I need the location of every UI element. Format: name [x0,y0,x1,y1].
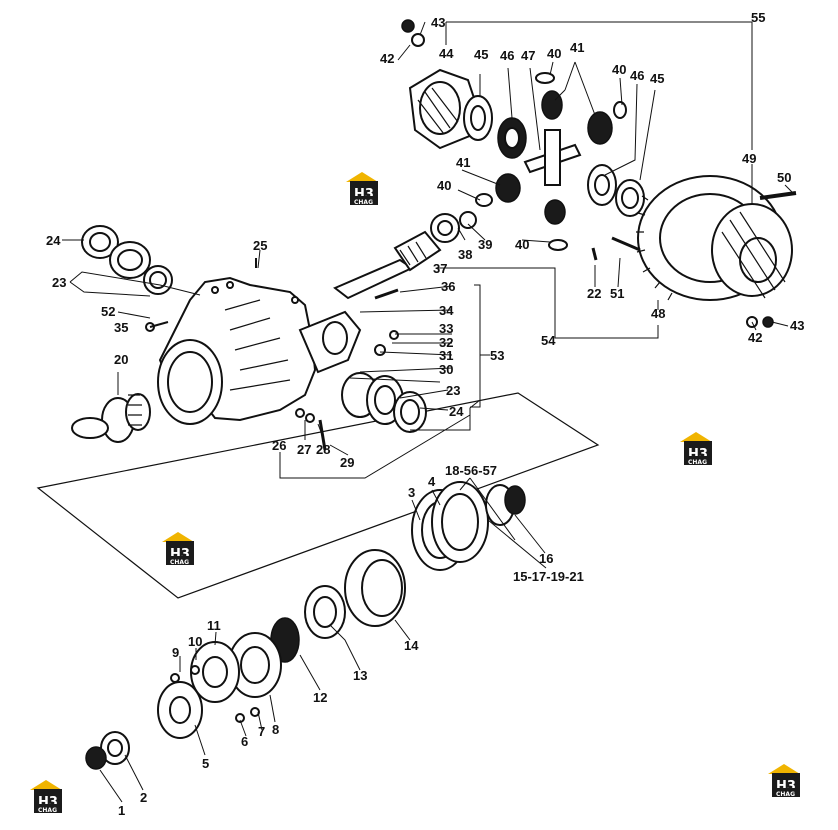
callout-16: 16 [539,551,553,566]
svg-text:CHAG: CHAG [170,559,189,566]
callout-40-a: 40 [547,46,561,61]
callout-46-b: 46 [630,68,644,83]
callout-42-b: 42 [748,330,762,345]
callout-35: 35 [114,320,128,335]
callout-43-b: 43 [790,318,804,333]
callout-29: 29 [340,455,354,470]
small-fasteners [145,258,399,451]
callout-36: 36 [441,279,455,294]
svg-text:CHAG: CHAG [688,459,707,466]
watermark-logo-1: H3 CHAG [346,172,378,206]
callout-32: 32 [439,335,453,350]
watermark-logo-4: H3 CHAG [30,780,62,814]
leader-lines [62,21,793,803]
hub-assembly [85,481,526,770]
callout-48: 48 [651,306,665,321]
callout-33: 33 [439,321,453,336]
bearing-group-left [81,225,173,295]
svg-text:CHAG: CHAG [776,791,795,798]
callout-15-17-19-21: 15-17-19-21 [513,569,584,584]
callout-8: 8 [272,722,279,737]
callout-labels: 1 2 3 4 5 6 7 8 9 10 11 12 13 14 15-17-1… [46,10,804,818]
callout-3: 3 [408,485,415,500]
callout-40-d: 40 [515,237,529,252]
callout-24-b: 24 [449,404,464,419]
bearing-group-right [341,372,427,433]
callout-50: 50 [777,170,791,185]
callout-11: 11 [207,618,221,633]
callout-44: 44 [439,46,454,61]
callout-40-c: 40 [437,178,451,193]
logo-roof [346,172,378,182]
callout-28: 28 [316,442,330,457]
callout-38: 38 [458,247,472,262]
callout-23-a: 23 [52,275,66,290]
callout-37: 37 [433,261,447,276]
callout-13: 13 [353,668,367,683]
callout-10: 10 [188,634,202,649]
callout-40-b: 40 [612,62,626,77]
callout-14: 14 [404,638,419,653]
callout-30: 30 [439,362,453,377]
callout-52: 52 [101,304,115,319]
callout-18-56-57: 18-56-57 [445,463,497,478]
svg-text:CHAG: CHAG [354,199,373,206]
callout-45-b: 45 [650,71,664,86]
callout-22: 22 [587,286,601,301]
callout-43-a: 43 [431,15,445,30]
callout-5: 5 [202,756,209,771]
callout-24-a: 24 [46,233,61,248]
axle-housing [157,276,362,425]
pinion-shaft [333,211,477,300]
differential-gears [475,72,645,251]
callout-7: 7 [258,724,265,739]
callout-55: 55 [751,10,765,25]
callout-42-a: 42 [380,51,394,66]
assembly-boundary [36,392,600,599]
callout-47: 47 [521,48,535,63]
callout-23-b: 23 [446,383,460,398]
callout-34: 34 [439,303,454,318]
watermark-logo-3: H3 CHAG [162,532,194,566]
callout-54: 54 [541,333,556,348]
callout-9: 9 [172,645,179,660]
callout-31: 31 [439,348,453,363]
callout-49: 49 [742,151,756,166]
callout-45-a: 45 [474,47,488,62]
watermark-logo-2: H3 CHAG [680,432,712,466]
callout-12: 12 [313,690,327,705]
watermark-logo-5: H3 CHAG [768,764,800,798]
callout-46-a: 46 [500,48,514,63]
ring-gear [591,175,797,328]
callout-41-a: 41 [570,40,584,55]
callout-51: 51 [610,286,624,301]
callout-39: 39 [478,237,492,252]
callout-53: 53 [490,348,504,363]
bearing-20 [71,393,151,443]
callout-26: 26 [272,438,286,453]
callout-4: 4 [428,474,436,489]
svg-text:CHAG: CHAG [38,807,57,814]
callout-6: 6 [241,734,248,749]
differential-case [401,19,493,150]
callout-41-b: 41 [456,155,470,170]
callout-1: 1 [118,803,125,818]
callout-2: 2 [140,790,147,805]
callout-27: 27 [297,442,311,457]
callout-20: 20 [114,352,128,367]
callout-25: 25 [253,238,267,253]
